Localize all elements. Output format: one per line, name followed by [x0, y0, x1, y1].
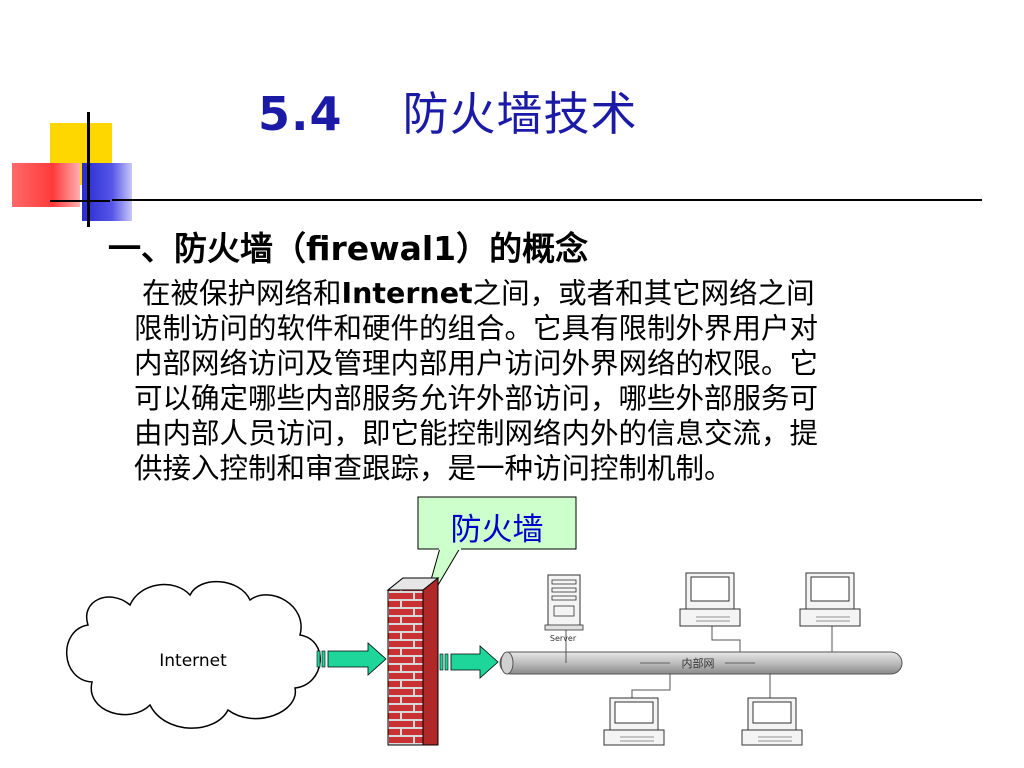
paragraph-line: 在被保护网络和Internet之间，或者和其它网络之间 — [142, 277, 815, 310]
heading-prefix: 一、防火墙（ — [108, 229, 306, 268]
lan-backbone: 内部网 — [499, 651, 903, 675]
title-text: 防火墙技术 — [402, 87, 638, 141]
lan-label: 内部网 — [682, 656, 715, 670]
deco-blue-square — [82, 163, 132, 221]
paragraph-line: 供接入控制和审查跟踪，是一种访问控制机制。 — [134, 452, 733, 485]
workstation — [799, 572, 861, 627]
workstation — [741, 697, 803, 746]
server-label: Server — [550, 634, 577, 643]
firewall-diagram: Internet 防火墙 内部网 — [65, 496, 903, 746]
section-heading: 一、防火墙（firewal1）的概念 — [108, 222, 588, 270]
callout-label: 防火墙 — [451, 512, 544, 548]
firewall-callout: 防火墙 — [417, 496, 577, 613]
page-title: 5.4 防火墙技术 — [258, 78, 638, 144]
firewall-wall — [386, 576, 440, 746]
workstation — [679, 572, 741, 627]
title-number: 5.4 — [258, 87, 343, 141]
cloud-label: Internet — [159, 651, 227, 671]
paragraph-line: 限制访问的软件和硬件的组合。它具有限制外界用户对 — [134, 312, 819, 345]
paragraph-line: 可以确定哪些内部服务允许外部访问，哪些外部服务可 — [134, 382, 819, 415]
workstation — [603, 697, 665, 746]
deco-horizontal-line — [50, 200, 110, 202]
paragraph-line: 由内部人员访问，即它能控制网络内外的信息交流，提 — [134, 417, 819, 450]
server-computer: Server — [544, 574, 584, 643]
heading-suffix: ）的概念 — [456, 229, 589, 268]
connection-lines — [565, 626, 833, 700]
deco-vertical-line — [87, 112, 90, 227]
title-underline — [112, 199, 982, 201]
deco-red-square — [12, 163, 80, 207]
internet-cloud: Internet — [65, 581, 321, 729]
arrow-to-lan — [439, 645, 499, 679]
heading-term: firewal1 — [306, 229, 457, 268]
definition-paragraph: 在被保护网络和Internet之间，或者和其它网络之间 限制访问的软件和硬件的组… — [134, 276, 964, 486]
paragraph-line: 内部网络访问及管理内部用户访问外界网络的权限。它 — [134, 347, 819, 380]
arrow-to-firewall — [316, 642, 387, 676]
